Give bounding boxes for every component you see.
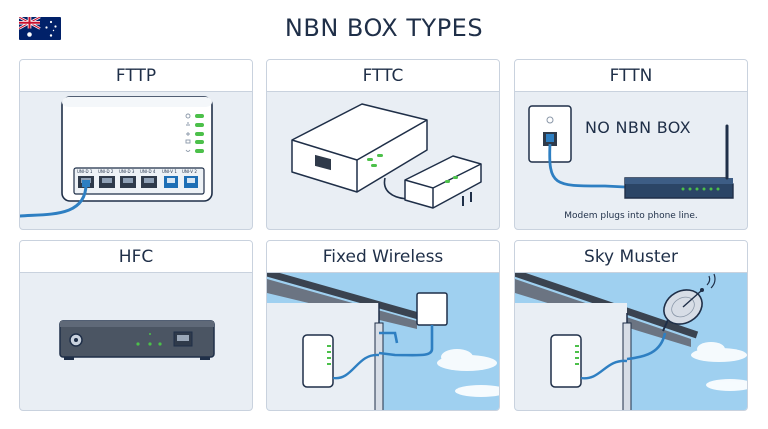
indoor-nbn-box bbox=[302, 334, 334, 388]
card-title: Fixed Wireless bbox=[267, 241, 499, 273]
status-leds bbox=[136, 333, 162, 346]
fixed-wireless-illustration bbox=[267, 273, 499, 410]
clouds bbox=[437, 349, 499, 397]
outdoor-antenna bbox=[416, 292, 448, 326]
clouds bbox=[691, 342, 747, 391]
indoor-nbn-box bbox=[550, 334, 582, 388]
port-label: UNI-V 2 bbox=[182, 169, 197, 174]
signal-waves-icon bbox=[706, 273, 716, 289]
port-label: UNI-D 1 bbox=[77, 169, 93, 174]
card-sky-muster: Sky Muster bbox=[514, 240, 748, 411]
hfc-connection-box-illustration bbox=[59, 320, 215, 360]
union-jack bbox=[19, 17, 41, 30]
card-title: FTTC bbox=[267, 60, 499, 92]
card-title: FTTP bbox=[20, 60, 252, 92]
status-icons bbox=[185, 113, 191, 152]
port-label: UNI-D 4 bbox=[140, 169, 156, 174]
satellite-dish bbox=[662, 273, 716, 332]
card-title: FTTN bbox=[515, 60, 747, 92]
card-hfc: HFC bbox=[19, 240, 253, 411]
card-fttc: FTTC bbox=[266, 59, 500, 230]
card-fttn: FTTN NO NBN BOX Modem plugs into phone l… bbox=[514, 59, 748, 230]
roof bbox=[267, 273, 423, 321]
sky-muster-satellite-illustration bbox=[515, 273, 747, 410]
phone-cable bbox=[548, 143, 626, 189]
status-leds bbox=[195, 114, 204, 153]
card-fixed-wireless: Fixed Wireless bbox=[266, 240, 500, 411]
fttp-connection-box-illustration: UNI-D 1 UNI-D 2 UNI-D 3 UNI-D 4 UNI-V 1 … bbox=[20, 96, 213, 218]
fttn-phone-line-illustration bbox=[528, 105, 734, 199]
network-cable bbox=[20, 182, 88, 218]
status-leds bbox=[367, 154, 383, 167]
no-nbn-box-label: NO NBN BOX bbox=[585, 118, 691, 137]
card-fttp: FTTP UNI-D 1 UNI-D 2 UNI-D 3 UNI-D 4 UNI… bbox=[19, 59, 253, 230]
page-title: NBN BOX TYPES bbox=[284, 14, 484, 42]
fttn-caption: Modem plugs into phone line. bbox=[564, 211, 698, 221]
fttc-connection-device-illustration bbox=[291, 103, 482, 209]
australian-flag-icon bbox=[19, 17, 61, 40]
port-label: UNI-V 1 bbox=[162, 169, 177, 174]
phone-ports bbox=[164, 176, 198, 188]
modem-leds bbox=[681, 187, 720, 191]
card-title: Sky Muster bbox=[515, 241, 747, 273]
port-labels: UNI-D 1 UNI-D 2 UNI-D 3 UNI-D 4 UNI-V 1 … bbox=[77, 169, 197, 174]
port-label: UNI-D 3 bbox=[119, 169, 135, 174]
card-title: HFC bbox=[20, 241, 252, 273]
flag-stars bbox=[27, 20, 57, 37]
port-label: UNI-D 2 bbox=[98, 169, 114, 174]
power-adapter bbox=[404, 155, 482, 209]
